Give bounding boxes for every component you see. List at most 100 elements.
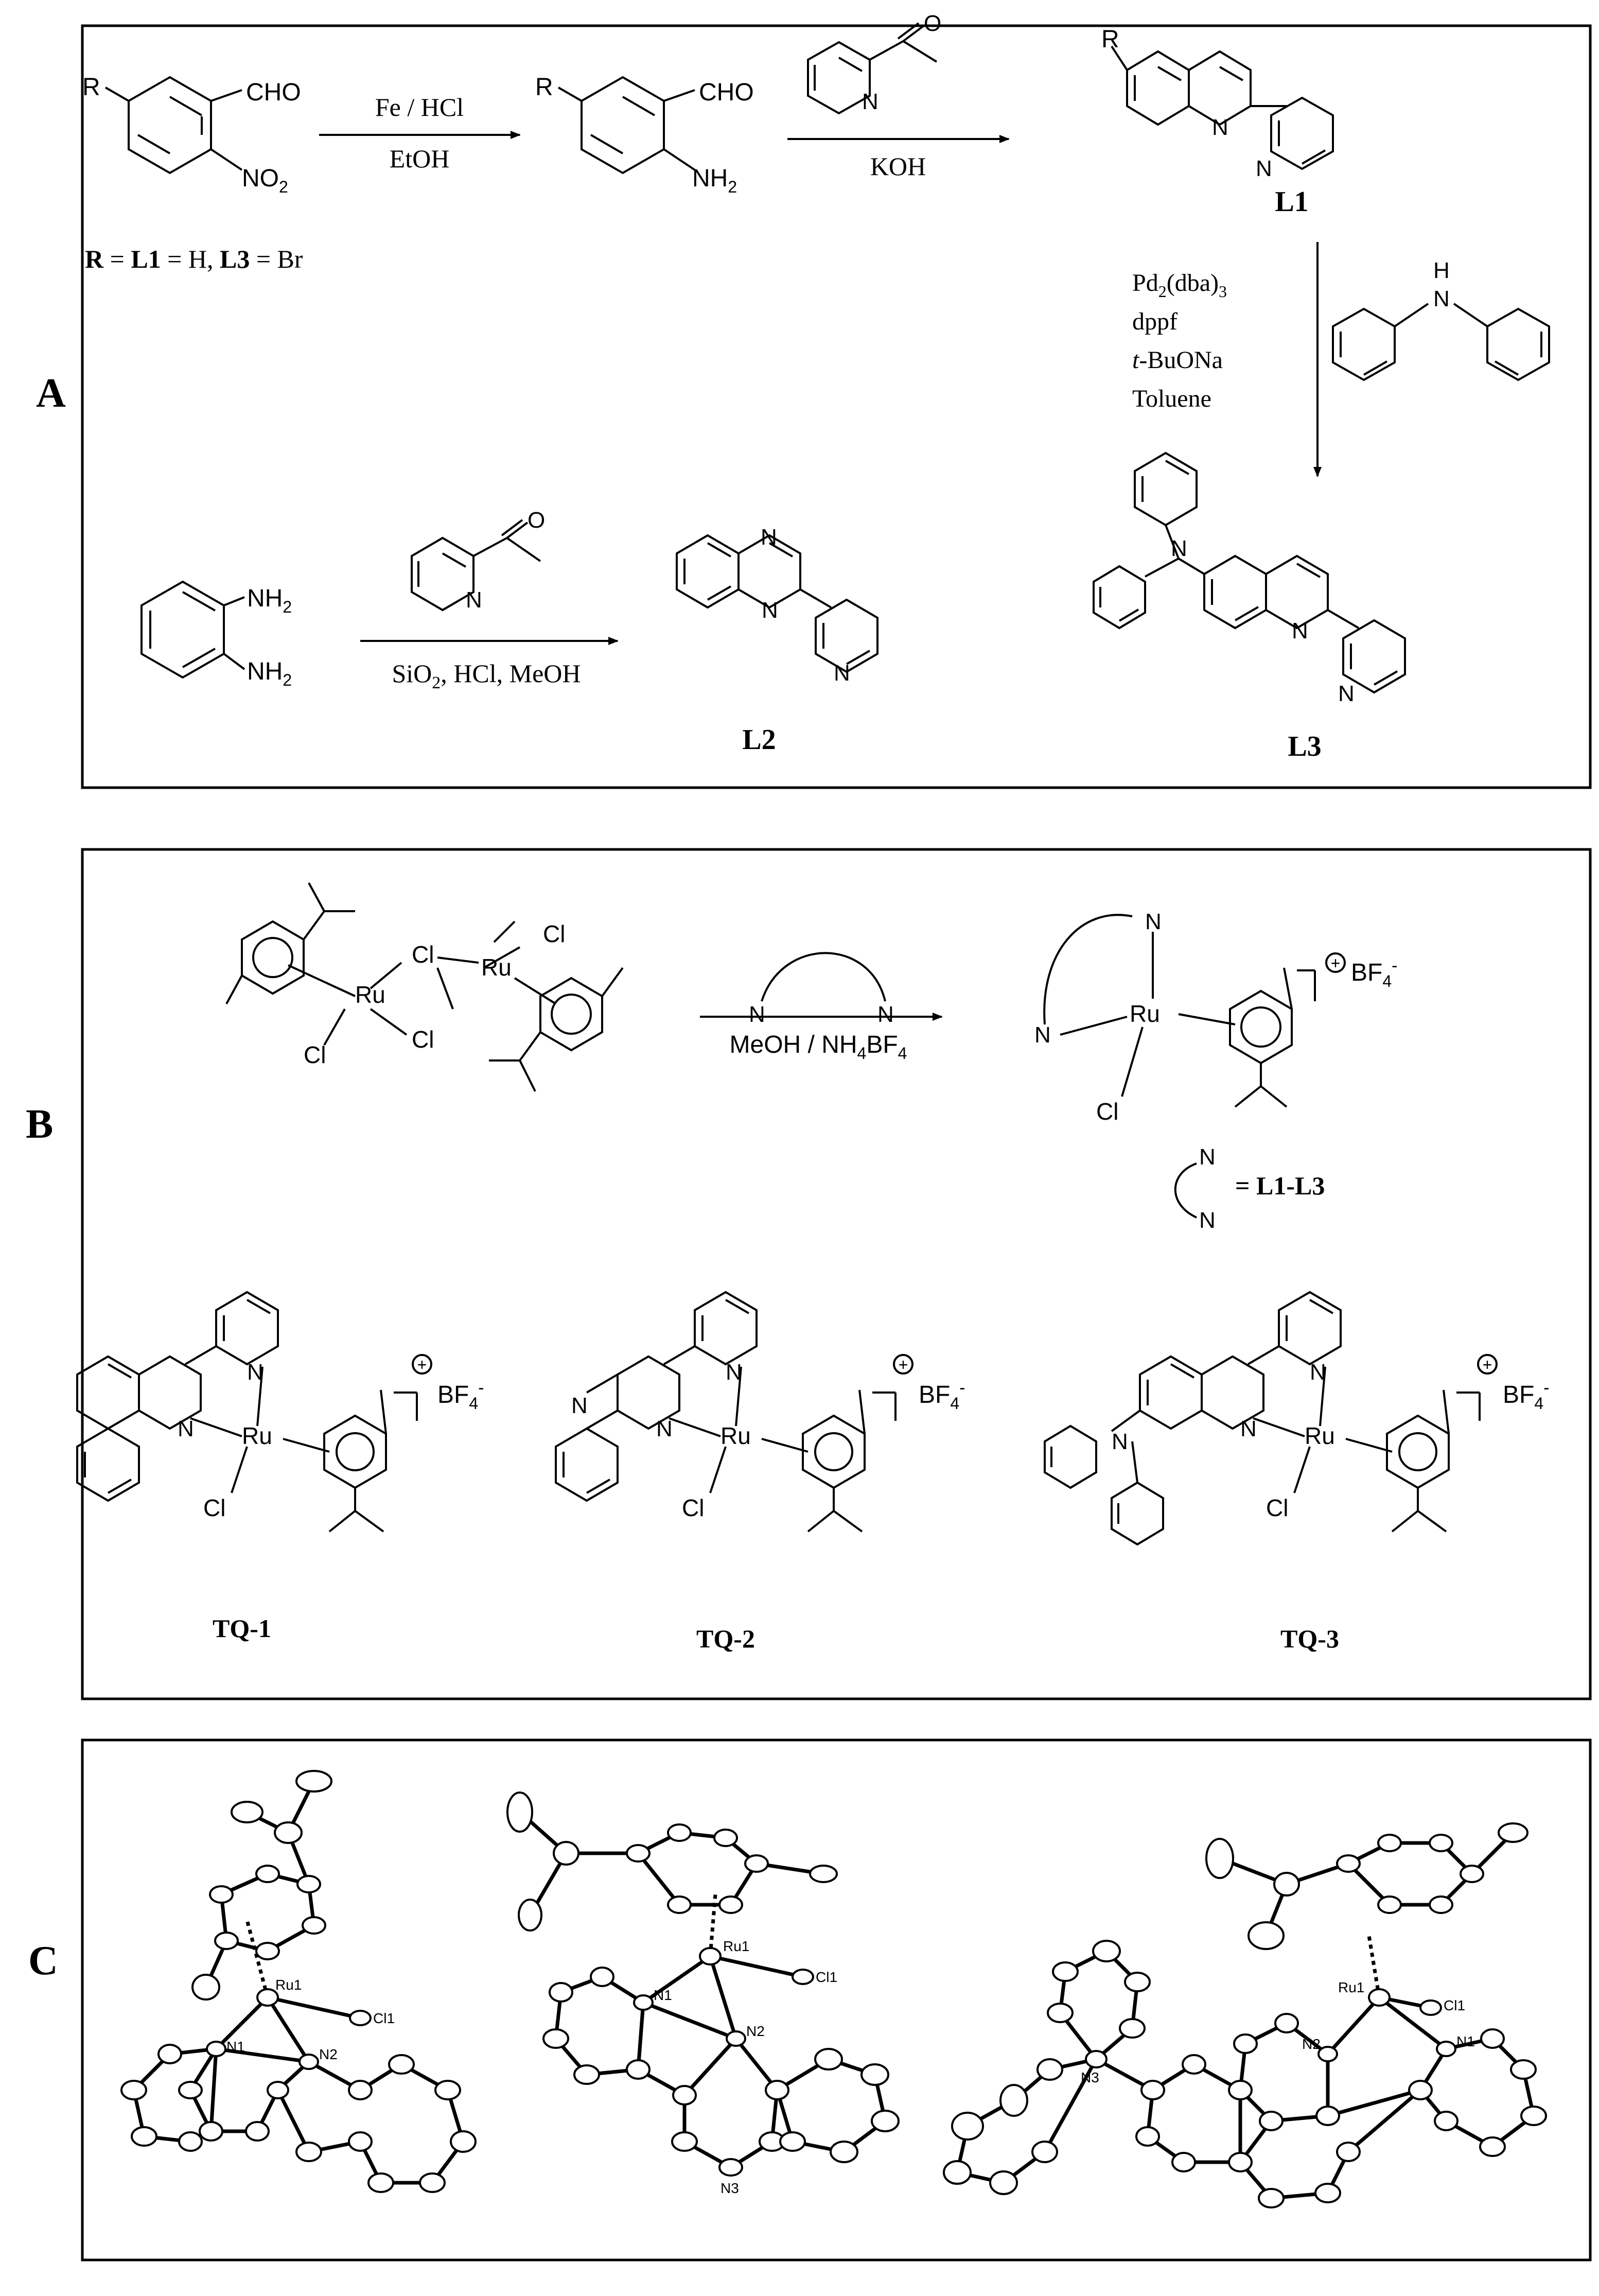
generic-complex-structure (1043, 914, 1316, 1108)
acetylpyridine-o: O (924, 11, 941, 36)
complexation-reagents: MeOH / NH4BF4 (730, 1031, 907, 1063)
crystal-2-n1: N1 (654, 1987, 672, 2003)
acetylpyridine-n-2: N (466, 587, 482, 613)
crystal-2-cl1: Cl1 (816, 1969, 837, 1985)
l3-n-quinoline: N (1292, 618, 1308, 643)
tq3-counterion: BF4- (1503, 1378, 1549, 1413)
crystal-3-n3: N3 (1081, 2069, 1099, 2085)
acetylpyridine-o-2: O (528, 508, 545, 533)
chelate-n-right: N (877, 1002, 894, 1027)
dimer-cl-right: Cl (543, 920, 565, 947)
aminobenzaldehyde-structure (557, 76, 696, 175)
tq1-n-pyridine: N (247, 1360, 263, 1385)
tq1-n-quinoline: N (178, 1416, 194, 1441)
tq2-ru: Ru (721, 1422, 751, 1449)
l1-r-label: R (1101, 26, 1119, 53)
complex-n-top: N (1145, 909, 1162, 934)
panel-c: Ru1 Cl1 N1 N2 Ru1 Cl1 N1 (120, 1770, 1547, 2208)
nh2-label-2: NH2 (247, 585, 292, 616)
tq3-n-amine: N (1112, 1429, 1128, 1454)
ligand-def-n-bottom: N (1199, 1208, 1216, 1233)
l3-structure (1093, 451, 1406, 694)
l1-structure (1111, 45, 1334, 170)
crystal-1-ru1: Ru1 (275, 1977, 302, 1993)
tq3-charge-icon (1477, 1354, 1498, 1375)
step3-reagent-4: Toluene (1132, 385, 1211, 412)
tq3-cl: Cl (1266, 1494, 1288, 1521)
ligand-definition-arc (1174, 1162, 1197, 1219)
crystal-1-cl1: Cl1 (373, 2010, 395, 2026)
step3-reagent-1: Pd2(dba)3 (1132, 269, 1227, 301)
chelate-ligand-arc (761, 952, 886, 1002)
tq1-charge: + (417, 1355, 427, 1374)
tq1-charge-icon (412, 1354, 432, 1375)
tq2-structure (555, 1291, 897, 1533)
complex-counterion: BF4- (1351, 956, 1397, 990)
charge-plus-icon (1325, 952, 1346, 973)
crystal-1-n1: N1 (226, 2039, 245, 2055)
l2-n-bottom: N (762, 598, 778, 623)
tq2-label: TQ-2 (696, 1624, 755, 1653)
l1-n-pyridine: N (1256, 156, 1272, 181)
cho-label-2: CHO (699, 79, 754, 106)
tq2-cl: Cl (682, 1494, 704, 1521)
tq1-counterion: BF4- (437, 1378, 484, 1413)
crystal-2-atoms (506, 1791, 900, 2177)
tq3-n-pyridine: N (1310, 1360, 1326, 1385)
acetylpyridine-n: N (862, 89, 878, 114)
crystal-1-n2: N2 (319, 2046, 338, 2062)
cho-label-1: CHO (246, 79, 301, 106)
phenylenediamine-structure (140, 580, 245, 679)
tq2-n-quinoxaline-inner: N (656, 1416, 673, 1441)
panel-label-c: C (28, 1938, 58, 1984)
crystal-2-ru1: Ru1 (723, 1938, 749, 1954)
crystal-1-atoms (120, 1770, 477, 2193)
panel-a-frame (81, 24, 1592, 789)
step3-reagent-3: t-BuONa (1132, 346, 1223, 374)
crystal-3-atoms (943, 1822, 1547, 2208)
panel-c-frame (81, 1738, 1592, 2262)
crystal-structure-2 (518, 1811, 887, 2170)
l2-structure (676, 534, 878, 673)
l2-n-top: N (761, 525, 777, 550)
panel-b: Ru Ru Cl Cl Cl Cl N N MeOH / NH4BF4 N N … (76, 882, 1549, 1653)
step1-reagent-bottom: EtOH (390, 144, 450, 173)
panel-label-b: B (26, 1102, 53, 1147)
diphenylamine-n: N (1433, 286, 1450, 311)
crystal-3-cl1: Cl1 (1444, 1997, 1465, 2013)
crystal-3-n2: N2 (1302, 2036, 1321, 2052)
dimer-cl-top: Cl (412, 941, 434, 968)
r-substituent-label-2: R (535, 74, 553, 101)
r-substituent-label: R (82, 74, 100, 101)
crystal-2-n3: N3 (721, 2180, 739, 2196)
step3-reagent-2: dppf (1132, 308, 1178, 335)
l3-n-amine: N (1171, 536, 1187, 561)
complex-cl: Cl (1096, 1098, 1118, 1125)
ligand-definition: = L1-L3 (1235, 1171, 1325, 1200)
acetylpyridine-structure-1 (807, 22, 938, 115)
l2-n-pyridine: N (834, 660, 850, 686)
ligand-def-n-top: N (1199, 1144, 1216, 1170)
step4-reagent-bottom: SiO2, HCl, MeOH (392, 659, 581, 692)
tq1-cl: Cl (203, 1494, 225, 1521)
acetylpyridine-structure-2 (411, 519, 541, 612)
tq3-label: TQ-3 (1280, 1624, 1339, 1653)
complex-ru: Ru (1130, 1000, 1160, 1027)
chelate-n-left: N (749, 1002, 765, 1027)
r-definition: R = L1 = H, L3 = Br (85, 245, 303, 273)
ruthenium-dimer-structure (225, 882, 624, 1092)
tq3-n-quinoline: N (1240, 1416, 1257, 1441)
tq2-n-quinoxaline-outer: N (571, 1393, 588, 1418)
tq2-charge: + (899, 1355, 908, 1374)
tq3-ru: Ru (1305, 1422, 1335, 1449)
complex-n-left: N (1034, 1022, 1051, 1048)
dimer-ru-left: Ru (355, 981, 385, 1008)
nh2-label-3: NH2 (247, 658, 292, 689)
panel-a: R CHO NO2 R = L1 = H, L3 = Br Fe / HCl E… (82, 11, 1550, 762)
tq2-n-pyridine: N (726, 1360, 742, 1385)
no2-label: NO2 (242, 165, 288, 196)
dimer-cl-bottom: Cl (412, 1026, 434, 1053)
panel-label-a: A (36, 371, 66, 416)
panel-b-frame (81, 848, 1592, 1700)
